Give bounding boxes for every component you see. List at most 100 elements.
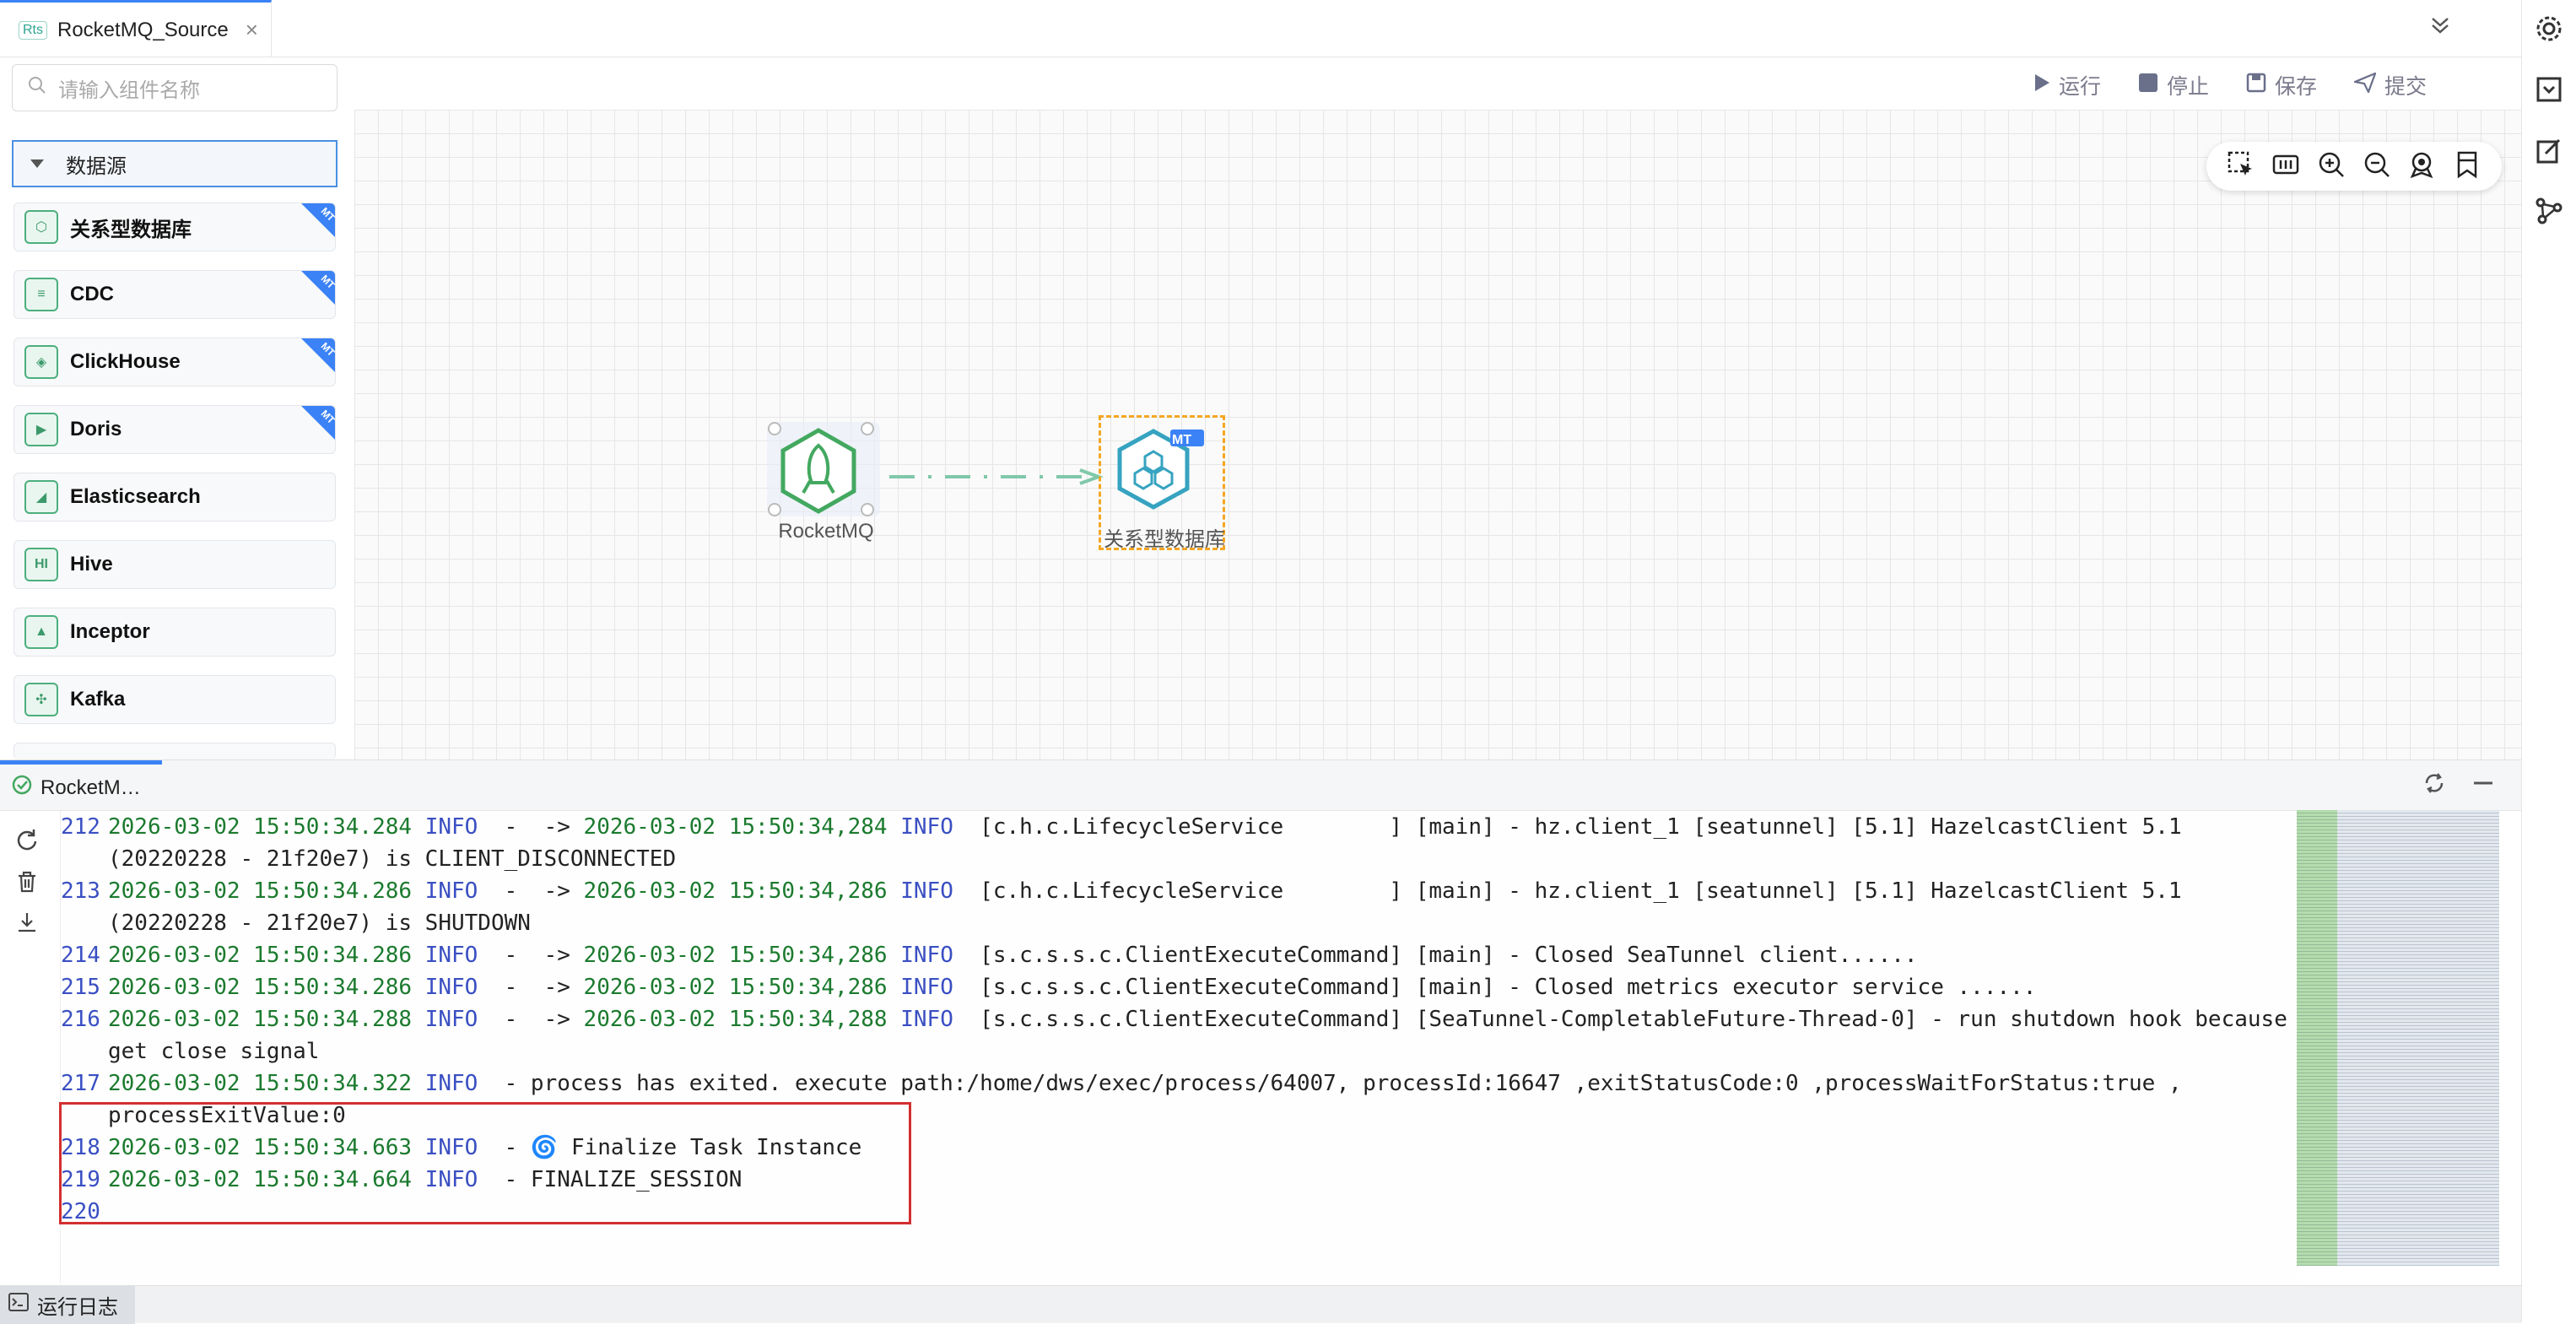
refresh-icon[interactable] xyxy=(15,828,39,856)
component-search-input[interactable]: 请输入组件名称 xyxy=(12,64,338,111)
clickhouse-icon: ◈ xyxy=(24,345,58,379)
bottom-bar: 运行日志 xyxy=(0,1285,2521,1324)
rts-badge: Rts xyxy=(19,20,47,40)
kafka-icon: ✣ xyxy=(24,683,58,716)
component-label: Doris xyxy=(70,418,122,440)
component-label: ClickHouse xyxy=(70,350,181,373)
log-tab-bar: RocketM… xyxy=(0,760,2521,811)
locate-icon[interactable] xyxy=(2407,150,2436,183)
elasticsearch-icon: ◢ xyxy=(24,480,58,514)
tab-title: RocketMQ_Source xyxy=(57,18,229,41)
log-text: 2026-03-02 15:50:34.322 INFO - process h… xyxy=(108,1071,2182,1096)
line-number: 215 xyxy=(61,975,100,1000)
mt-corner xyxy=(300,338,335,374)
stop-button[interactable]: 停止 xyxy=(2138,70,2209,100)
log-text: 2026-03-02 15:50:34.286 INFO - -> 2026-0… xyxy=(108,975,2037,1000)
log-line: 213 2026-03-02 15:50:34.286 INFO - -> 202… xyxy=(61,875,2297,907)
save-label: 保存 xyxy=(2275,75,2318,99)
close-icon[interactable]: × xyxy=(245,17,258,42)
refresh-loop-icon[interactable] xyxy=(2422,770,2447,803)
line-number xyxy=(61,1035,108,1067)
node-label: RocketMQ xyxy=(778,520,874,543)
zoom-out-icon[interactable] xyxy=(2363,150,2391,183)
log-line: get close signal xyxy=(61,1035,2297,1067)
trash-icon[interactable] xyxy=(15,870,39,898)
component-item[interactable]: ⬡ 关系型数据库 MT xyxy=(14,203,336,251)
group-datasource[interactable]: 数据源 xyxy=(12,140,338,187)
hive-icon: HI xyxy=(24,548,58,581)
log-tab[interactable]: RocketM… xyxy=(0,760,162,811)
component-item[interactable]: ≡ CDC MT xyxy=(14,270,336,319)
component-panel: 请输入组件名称 数据源 ⬡ 关系型数据库 MT ≡ CDC MT ◈ Click… xyxy=(0,57,354,759)
log-text: (20220228 - 21f20e7) is CLIENT_DISCONNEC… xyxy=(108,846,677,872)
tab-rocketmq-source[interactable]: Rts RocketMQ_Source × xyxy=(0,0,272,57)
log-line: (20220228 - 21f20e7) is CLIENT_DISCONNEC… xyxy=(61,843,2297,875)
doris-icon: ▶ xyxy=(24,413,58,446)
component-item[interactable]: ✣ Kafka xyxy=(14,675,336,724)
line-number: 212 xyxy=(61,814,100,840)
component-item-partial[interactable] xyxy=(14,743,336,759)
chevron-double-down-icon[interactable] xyxy=(2428,14,2452,43)
line-number: 217 xyxy=(61,1071,100,1096)
log-text: 2026-03-02 15:50:34.286 INFO - -> 2026-0… xyxy=(108,943,1918,968)
fit-view-icon[interactable] xyxy=(2271,150,2300,183)
log-side-tools xyxy=(0,811,61,1283)
node-rdb-sink[interactable]: MT 关系型数据库 xyxy=(1099,415,1225,551)
minimize-icon[interactable] xyxy=(2471,770,2496,803)
cdc-icon: ≡ xyxy=(24,278,58,311)
search-icon xyxy=(28,76,46,100)
run-button[interactable]: 运行 xyxy=(2033,70,2101,100)
submit-button[interactable]: 提交 xyxy=(2352,70,2427,100)
component-label: Inceptor xyxy=(70,620,150,643)
select-area-icon[interactable] xyxy=(2227,150,2255,183)
download-icon[interactable] xyxy=(15,911,39,938)
node-rocketmq-source[interactable]: RocketMQ xyxy=(763,415,889,550)
save-icon xyxy=(2246,73,2266,99)
flow-edge[interactable] xyxy=(886,468,1105,485)
component-item[interactable]: ▶ Doris MT xyxy=(14,405,336,454)
component-item[interactable]: ◢ Elasticsearch xyxy=(14,473,336,521)
success-check-icon xyxy=(12,775,32,801)
send-icon xyxy=(2352,71,2377,99)
line-number: 220 xyxy=(61,1199,100,1224)
line-number: 214 xyxy=(61,943,100,968)
log-line: 220 xyxy=(61,1196,2297,1228)
component-item[interactable]: ▲ Inceptor xyxy=(14,608,336,657)
save-button[interactable]: 保存 xyxy=(2246,70,2317,100)
gear-icon[interactable] xyxy=(2534,14,2564,44)
edit-note-icon[interactable] xyxy=(2534,135,2564,165)
log-panel: RocketM… 212 2026-03-02 15:50:34.284 INFO… xyxy=(0,759,2521,1324)
terminal-icon xyxy=(8,1293,29,1317)
log-minimap[interactable] xyxy=(2297,810,2499,1266)
component-item[interactable]: ◈ ClickHouse MT xyxy=(14,338,336,386)
component-label: Elasticsearch xyxy=(70,485,201,508)
run-label: 运行 xyxy=(2059,75,2102,99)
lineage-icon[interactable] xyxy=(2534,196,2564,226)
bookmark-icon[interactable] xyxy=(2453,150,2481,183)
download-box-icon[interactable] xyxy=(2534,74,2564,105)
inceptor-icon: ▲ xyxy=(24,615,58,649)
flow-canvas[interactable] xyxy=(354,110,2521,759)
log-content[interactable]: 212 2026-03-02 15:50:34.284 INFO - -> 202… xyxy=(61,811,2297,1283)
log-line: 214 2026-03-02 15:50:34.286 INFO - -> 202… xyxy=(61,939,2297,971)
log-line: (20220228 - 21f20e7) is SHUTDOWN xyxy=(61,907,2297,939)
mt-corner xyxy=(300,203,335,239)
right-rail xyxy=(2521,0,2576,1322)
node-label: 关系型数据库 xyxy=(1104,528,1225,551)
editor-tab-bar: Rts RocketMQ_Source × xyxy=(0,0,2521,57)
stop-icon xyxy=(2138,73,2158,99)
run-log-tab[interactable]: 运行日志 xyxy=(0,1286,135,1324)
highlight-box xyxy=(59,1102,911,1224)
log-text: 2026-03-02 15:50:34.284 INFO - -> 2026-0… xyxy=(108,814,2182,840)
log-text: 2026-03-02 15:50:34.286 INFO - -> 2026-0… xyxy=(108,878,2182,904)
log-text: (20220228 - 21f20e7) is SHUTDOWN xyxy=(108,911,531,936)
action-toolbar: 运行 停止 保存 提交 xyxy=(2033,64,2427,106)
run-log-label: 运行日志 xyxy=(37,1296,118,1319)
component-item[interactable]: HI Hive xyxy=(14,540,336,589)
zoom-in-icon[interactable] xyxy=(2317,150,2346,183)
line-number: 213 xyxy=(61,878,100,904)
line-number: 218 xyxy=(61,1135,100,1160)
group-label: 数据源 xyxy=(66,154,127,178)
